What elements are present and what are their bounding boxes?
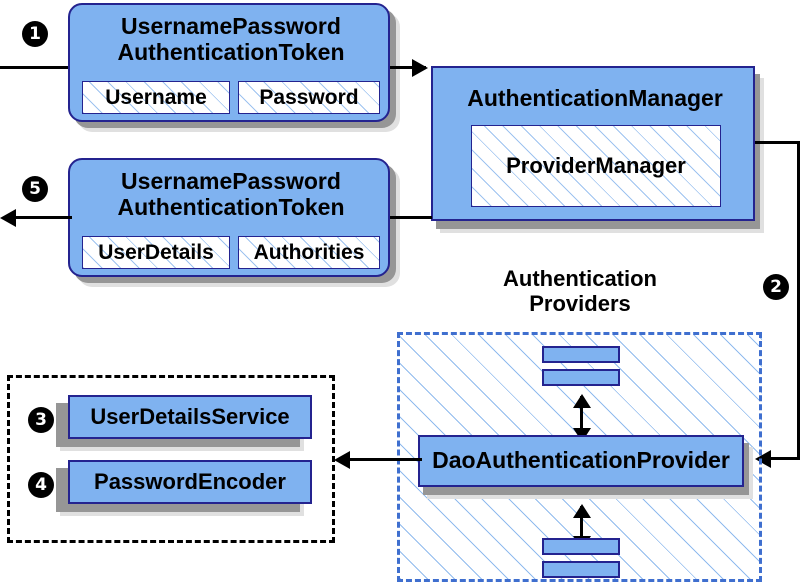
provider-manager-box: ProviderManager bbox=[471, 125, 721, 207]
response-outgoing-arrowhead bbox=[0, 208, 16, 227]
request-to-manager-arrowhead bbox=[412, 58, 428, 77]
dao-authentication-provider-label: DaoAuthenticationProvider bbox=[432, 447, 730, 474]
step-marker-4: 4 bbox=[28, 472, 54, 498]
step-marker-1: 1 bbox=[22, 21, 48, 47]
request-token-field-password: Password bbox=[238, 81, 380, 114]
request-token-field-username-label: Username bbox=[105, 85, 207, 109]
manager-to-provider-vertical-line bbox=[797, 141, 800, 459]
response-token-title-line2: AuthenticationToken bbox=[117, 194, 345, 221]
password-encoder-box: PasswordEncoder bbox=[68, 460, 312, 504]
provider-manager-label: ProviderManager bbox=[506, 152, 686, 178]
provider-to-dependencies-line bbox=[350, 458, 422, 461]
incoming-request-line bbox=[0, 66, 70, 69]
request-token-title-line2: AuthenticationToken bbox=[117, 39, 345, 66]
request-token-title: UsernamePassword AuthenticationToken bbox=[70, 13, 392, 66]
step-marker-2: 2 bbox=[763, 274, 789, 300]
password-encoder-label: PasswordEncoder bbox=[94, 468, 286, 494]
provider-bottom-connector-arrow-up bbox=[572, 504, 591, 518]
manager-to-provider-bottom-line bbox=[770, 457, 800, 460]
authentication-manager-title: AuthenticationManager bbox=[467, 85, 723, 111]
provider-placeholder-bottom-2 bbox=[542, 561, 620, 578]
provider-top-connector-line bbox=[580, 396, 583, 440]
user-details-service-box: UserDetailsService bbox=[68, 395, 312, 439]
provider-placeholder-bottom-1 bbox=[542, 538, 620, 555]
provider-to-dependencies-arrowhead bbox=[334, 450, 350, 469]
provider-bottom-connector-line bbox=[580, 506, 583, 548]
response-token-title: UsernamePassword AuthenticationToken bbox=[70, 168, 392, 221]
response-token-field-userdetails-label: UserDetails bbox=[98, 240, 214, 264]
response-token-field-userdetails: UserDetails bbox=[82, 236, 230, 269]
request-token-title-line1: UsernamePassword bbox=[121, 13, 341, 39]
authentication-providers-caption-line1: Authentication bbox=[503, 266, 657, 291]
user-details-service-label: UserDetailsService bbox=[90, 403, 290, 429]
response-token-field-authorities: Authorities bbox=[238, 236, 380, 269]
request-token-field-username: Username bbox=[82, 81, 230, 114]
response-token-box: UsernamePassword AuthenticationToken Use… bbox=[68, 158, 390, 277]
dao-authentication-provider-box: DaoAuthenticationProvider bbox=[418, 435, 744, 487]
manager-to-response-line bbox=[390, 216, 432, 219]
provider-placeholder-top-1 bbox=[542, 346, 620, 363]
authentication-providers-caption: Authentication Providers bbox=[468, 266, 692, 317]
step-marker-5: 5 bbox=[22, 176, 48, 202]
manager-to-provider-top-line bbox=[755, 141, 800, 144]
response-token-field-authorities-label: Authorities bbox=[253, 240, 365, 264]
request-to-manager-line bbox=[390, 66, 426, 69]
provider-top-connector-arrow-up bbox=[572, 394, 591, 408]
response-token-title-line1: UsernamePassword bbox=[121, 168, 341, 194]
provider-dependencies-group bbox=[7, 375, 335, 543]
request-token-field-password-label: Password bbox=[259, 85, 359, 109]
provider-placeholder-top-2 bbox=[542, 369, 620, 386]
authentication-providers-caption-line2: Providers bbox=[529, 291, 631, 317]
authentication-manager-box: AuthenticationManager ProviderManager bbox=[431, 66, 755, 221]
request-token-box: UsernamePassword AuthenticationToken Use… bbox=[68, 3, 390, 122]
response-outgoing-line bbox=[16, 216, 72, 219]
step-marker-3: 3 bbox=[28, 407, 54, 433]
